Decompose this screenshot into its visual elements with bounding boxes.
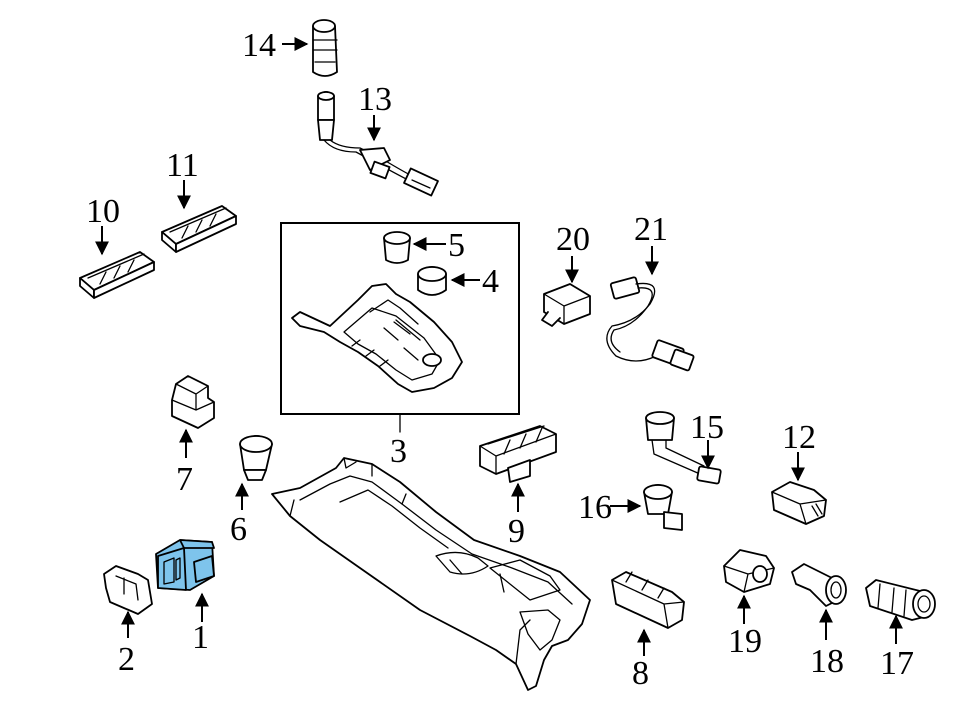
part-13-socket-harness[interactable] [317,91,439,197]
callout-13: 13 [358,81,392,118]
callout-1: 1 [192,619,209,656]
callout-20: 20 [556,221,590,258]
part-19-switch-block[interactable] [723,549,775,593]
part-1-port-module[interactable] [155,539,215,591]
callout-4: 4 [482,263,499,300]
callout-10: 10 [86,193,120,230]
callout-16: 16 [578,489,612,526]
part-14-lighter-socket[interactable] [312,19,338,77]
center-console [271,457,591,691]
part-7-bracket[interactable] [171,375,215,429]
part-3-shifter-bezel[interactable] [291,283,463,393]
part-5-knob[interactable] [383,231,411,264]
part-4-knob[interactable] [417,266,447,296]
callout-12: 12 [782,419,816,456]
callout-14: 14 [242,27,276,64]
callout-11: 11 [166,147,199,184]
part-16-socket[interactable] [643,484,683,531]
part-15-socket-harness[interactable] [645,411,722,485]
callout-21: 21 [634,211,668,248]
callout-15: 15 [690,409,724,446]
part-6-socket[interactable] [239,435,273,481]
part-11-switch-panel[interactable] [161,205,237,253]
part-18-socket[interactable] [791,563,847,607]
callout-9: 9 [508,513,525,550]
part-20-connector[interactable] [541,283,591,327]
part-8-switch-panel[interactable] [611,571,685,629]
part-9-switch-panel[interactable] [479,425,557,483]
callout-19: 19 [728,623,762,660]
callout-6: 6 [230,511,247,548]
part-10-switch-panel[interactable] [79,251,155,299]
callout-17: 17 [880,645,914,682]
part-21-wire-harness[interactable] [606,276,695,372]
callout-2: 2 [118,641,135,678]
callout-7: 7 [176,461,193,498]
callout-5: 5 [448,227,465,264]
part-2-bracket[interactable] [103,565,153,615]
callout-3: 3 [390,433,407,470]
part-17-lighter-socket[interactable] [865,579,936,621]
callout-18: 18 [810,643,844,680]
callout-8: 8 [632,655,649,692]
part-12-connector[interactable] [771,481,827,525]
